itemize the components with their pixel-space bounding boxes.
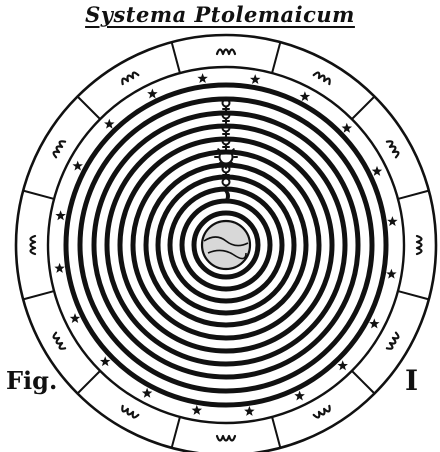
star-icon bbox=[250, 74, 260, 84]
star-icon bbox=[300, 91, 310, 101]
star-icon bbox=[104, 119, 114, 129]
star-icon bbox=[72, 161, 82, 171]
star-icon bbox=[70, 313, 80, 323]
zodiac-divider bbox=[172, 417, 180, 448]
star-icon bbox=[369, 318, 379, 328]
leo-sign bbox=[387, 333, 400, 351]
pisces-sign bbox=[120, 71, 138, 84]
aquarius-sign bbox=[52, 139, 65, 157]
star-icon bbox=[142, 388, 152, 398]
gemini-sign bbox=[387, 139, 400, 157]
zodiac-divider bbox=[398, 291, 429, 299]
star-icon bbox=[192, 405, 202, 415]
star-icon bbox=[337, 360, 347, 370]
zodiac-divider bbox=[23, 191, 54, 199]
star-icon bbox=[342, 123, 352, 133]
zodiac-divider bbox=[78, 371, 101, 394]
star-icon bbox=[54, 263, 64, 273]
star-icon bbox=[197, 73, 207, 83]
zodiac-divider bbox=[272, 42, 280, 73]
zodiac-divider bbox=[78, 97, 101, 120]
virgo-sign bbox=[314, 406, 332, 419]
sagittarius-sign bbox=[52, 333, 65, 351]
figure-label: Fig. bbox=[6, 366, 57, 395]
libra-sign bbox=[217, 436, 235, 441]
zodiac-divider bbox=[172, 42, 180, 73]
cancer-sign bbox=[417, 236, 422, 254]
zodiac-divider bbox=[352, 371, 375, 394]
star-icon bbox=[244, 406, 254, 416]
zodiac-divider bbox=[23, 291, 54, 299]
zodiac-divider bbox=[272, 417, 280, 448]
scorpio-sign bbox=[120, 406, 138, 419]
aries-sign bbox=[217, 50, 235, 55]
mercury-symbol bbox=[223, 179, 230, 191]
capricorn-sign bbox=[31, 236, 36, 254]
star-icon bbox=[294, 391, 304, 401]
star-icon bbox=[100, 356, 110, 366]
star-icon bbox=[147, 89, 157, 99]
zodiac-divider bbox=[398, 191, 429, 199]
star-icon bbox=[372, 166, 382, 176]
taurus-sign bbox=[314, 71, 332, 84]
star-icon bbox=[387, 216, 397, 226]
star-icon bbox=[386, 269, 396, 279]
star-icon bbox=[55, 210, 65, 220]
figure-number: I bbox=[405, 364, 418, 397]
zodiac-divider bbox=[352, 97, 375, 120]
